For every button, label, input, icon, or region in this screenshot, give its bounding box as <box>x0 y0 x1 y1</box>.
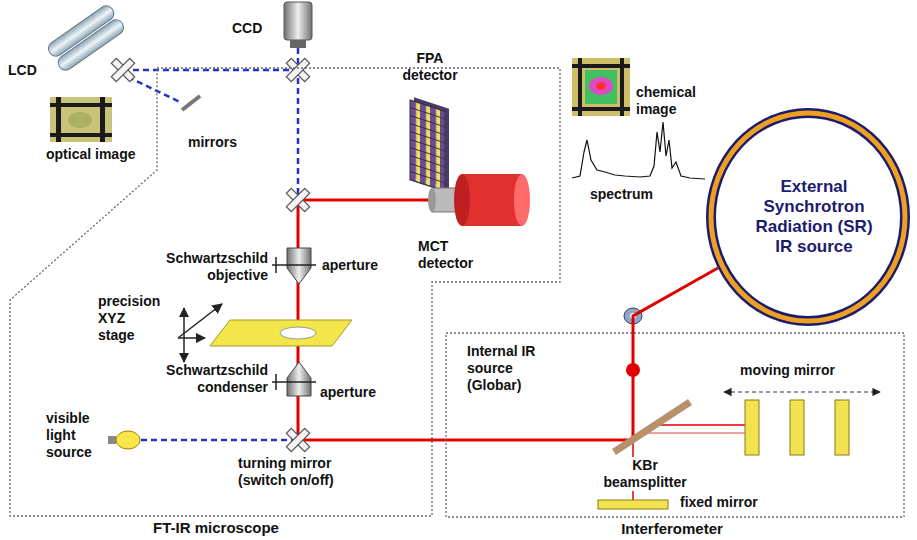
globar-source <box>626 363 640 377</box>
component-label: Internal IR source (Globar) <box>467 343 545 394</box>
moving-mirror <box>835 400 849 455</box>
component-label: mirrors <box>188 134 237 151</box>
mct-detector <box>428 174 530 226</box>
spectrum-plot <box>572 122 705 179</box>
output-label: chemical image <box>636 84 710 118</box>
optical-image-thumb <box>50 97 112 142</box>
optical-image-thumb <box>68 112 92 128</box>
moving-mirror <box>745 400 759 455</box>
optical-image-thumb <box>50 133 112 137</box>
ir-beam-connector <box>633 268 718 333</box>
mct-detector <box>462 174 522 226</box>
region-outline <box>446 333 904 517</box>
light-bulb <box>108 431 140 449</box>
chemical-image-thumb <box>585 70 617 104</box>
mct-detector <box>514 174 530 226</box>
interferometer-region-outline <box>445 332 905 520</box>
output-label: optical image <box>46 146 135 163</box>
schwartzschild-objective <box>275 257 277 273</box>
xyz-stage <box>178 337 205 339</box>
schwartzschild-condenser <box>272 362 316 396</box>
ccd-camera <box>284 2 312 48</box>
optical-image-thumb <box>50 97 112 142</box>
ring-outline <box>711 113 905 321</box>
output-label: spectrum <box>590 186 653 203</box>
schwartzschild-objective <box>272 264 316 266</box>
mirror-symbol <box>182 96 200 110</box>
ccd-camera <box>290 40 306 48</box>
microscope-region: FT-IR microscope <box>8 66 564 520</box>
visible-light-path <box>128 77 182 103</box>
mirror-symbol <box>286 188 309 211</box>
light-bulb <box>116 431 140 449</box>
component-label: FPA detector <box>393 50 467 84</box>
mirror-symbol <box>286 428 309 451</box>
source-title: External Synchrotron Radiation (SR) IR s… <box>752 177 876 257</box>
ir-beam <box>446 333 633 440</box>
chemical-image-thumb <box>572 58 630 116</box>
schwartzschild-objective <box>287 248 311 284</box>
fixed-mirror <box>598 500 668 509</box>
component-label: turning mirror (switch on/off) <box>238 455 363 489</box>
mct-detector <box>454 174 470 226</box>
mirror-symbol <box>111 58 134 81</box>
moving-mirror <box>724 392 880 455</box>
optical-image-thumb <box>50 103 112 107</box>
xyz-stage <box>210 320 352 346</box>
ir-beam-thin <box>655 424 745 426</box>
mirror-symbol <box>286 58 309 81</box>
xyz-stage <box>280 327 316 339</box>
component-label: aperture <box>322 257 378 274</box>
schwartzschild-condenser <box>275 374 277 390</box>
microscope-region-outline <box>8 66 564 520</box>
component-label: MCT detector <box>418 238 492 272</box>
fpa-detector <box>410 100 445 191</box>
ccd-camera <box>284 2 312 40</box>
synchrotron-source: External Synchrotron Radiation (SR) IR s… <box>706 108 910 326</box>
component-label: KBr beamsplitter <box>598 457 692 491</box>
visible-light-path <box>123 69 298 72</box>
moving-mirror <box>790 400 804 455</box>
mirror-symbol <box>111 58 309 451</box>
chemical-image-thumb <box>572 64 630 68</box>
chemical-image-thumb <box>589 77 613 95</box>
mct-detector <box>428 188 436 212</box>
region-outline <box>10 68 560 516</box>
region-title: Interferometer <box>621 520 723 537</box>
chemical-image-thumb <box>572 107 630 111</box>
schwartzschild-condenser <box>272 381 316 383</box>
moving-mirror <box>724 391 880 392</box>
schwartzschild-objective <box>272 248 316 284</box>
component-label: CCD <box>232 20 262 37</box>
ir-beam-connector <box>432 439 446 442</box>
xyz-stage <box>183 308 185 362</box>
xyz-stage <box>178 304 352 362</box>
ring-band <box>711 113 905 321</box>
chemical-image-thumb <box>596 82 606 90</box>
region-title: FT-IR microscope <box>153 519 279 536</box>
visible-light-path <box>141 439 298 442</box>
component-label: Schwartzschild objective <box>148 250 268 284</box>
ir-beam <box>298 439 432 442</box>
interferometer-region: Interferometer <box>445 332 905 520</box>
component-label: visible light source <box>46 410 101 461</box>
ir-beam-return <box>643 432 745 434</box>
xyz-stage <box>178 304 222 362</box>
component-label: aperture <box>320 384 376 401</box>
component-label: Schwartzschild condenser <box>148 362 268 396</box>
schwartzschild-condenser <box>287 362 311 396</box>
fpa-detector <box>410 96 449 193</box>
component-label: fixed mirror <box>680 494 758 511</box>
component-label: precision XYZ stage <box>98 293 163 344</box>
ir-beam <box>298 199 432 202</box>
component-label: moving mirror <box>740 362 835 379</box>
visible-light-path <box>123 48 298 440</box>
chemical-image-thumb <box>572 58 630 116</box>
component-label: LCD <box>8 62 37 79</box>
kbr-beamsplitter <box>614 402 690 452</box>
light-bulb <box>108 436 116 444</box>
